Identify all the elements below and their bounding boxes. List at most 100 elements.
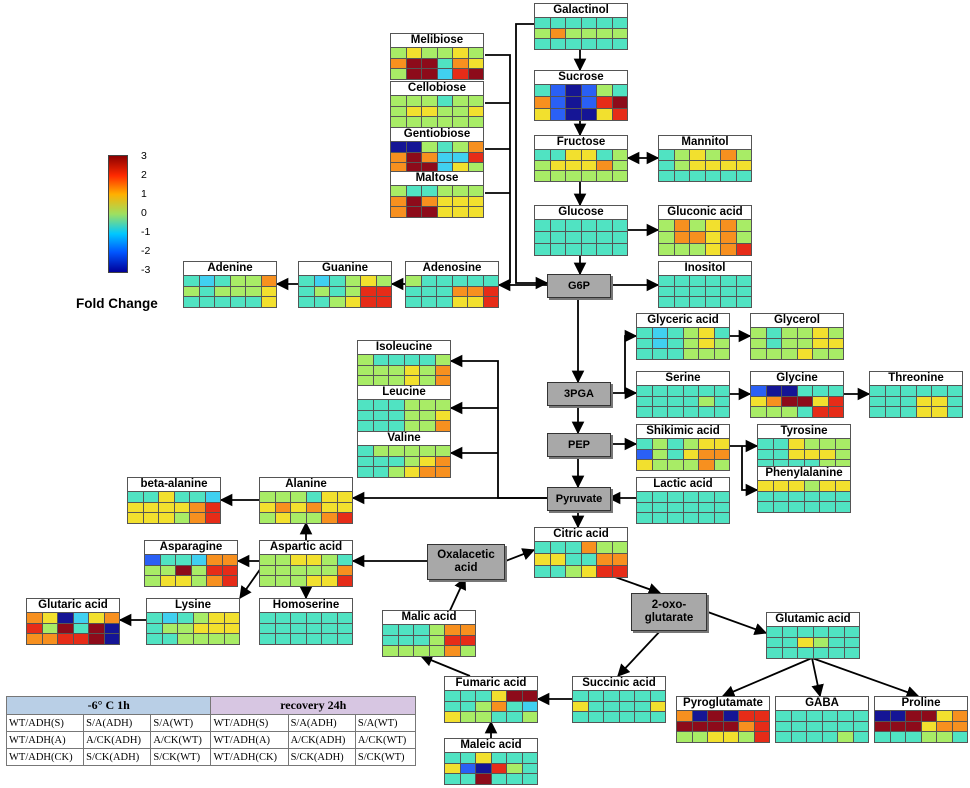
heatmap-cell: [739, 721, 754, 732]
heatmap-grid: [534, 18, 628, 50]
heatmap-cell: [209, 634, 224, 644]
heatmap-cell: [751, 328, 766, 338]
heatmap-cell: [612, 244, 627, 255]
heatmap-cell: [797, 338, 812, 349]
heatmap-cell: [89, 634, 104, 644]
heatmap-cell: [828, 349, 843, 359]
heatmap-cell: [404, 376, 419, 386]
heatmap-cell: [566, 109, 581, 120]
heatmap-cell: [147, 634, 162, 644]
heatmap-cell: [373, 456, 388, 467]
heatmap-cell: [224, 613, 239, 623]
heatmap-cell: [798, 637, 813, 648]
heatmap-cell: [337, 565, 352, 576]
heatmap-cell: [668, 492, 683, 502]
heatmap-cell: [261, 276, 276, 286]
heatmap-cell: [491, 774, 506, 784]
heatmap-cell: [322, 492, 337, 502]
heatmap-cell: [27, 613, 42, 623]
heatmap-cell: [581, 39, 596, 49]
heatmap-cell: [751, 386, 766, 396]
heatmap-cell: [739, 711, 754, 721]
heatmap-cell: [758, 460, 773, 470]
heatmap-cell: [345, 297, 360, 307]
heatmap-cell: [692, 732, 707, 742]
heatmap-cell: [937, 711, 952, 721]
heatmap-cell: [42, 613, 57, 623]
heatmap-cell: [652, 460, 667, 470]
sample-legend-table: -6° C 1h recovery 24h WT/ADH(S) S/A(ADH)…: [5, 696, 417, 766]
heatmap-cell: [758, 439, 773, 449]
heatmap-cell: [782, 328, 797, 338]
heatmap-cell: [58, 613, 73, 623]
heatmap-cell: [885, 407, 900, 417]
heatmap-cell: [550, 28, 565, 39]
heatmap-grid: [874, 711, 968, 743]
heatmap-cell: [550, 244, 565, 255]
heatmap-cell: [507, 753, 522, 763]
heatmap-cell: [637, 386, 652, 396]
heatmap-cell: [145, 565, 160, 576]
metabolite-gentiobiose: Gentiobiose: [390, 127, 484, 174]
heatmap-cell: [885, 386, 900, 396]
heatmap-cell: [659, 276, 674, 286]
pathway-arrow: [449, 354, 547, 499]
heatmap-cell: [414, 646, 429, 656]
heatmap-cell: [820, 449, 835, 460]
hub-3pga: 3PGA: [547, 382, 611, 406]
scale-tick: 1: [141, 188, 147, 200]
metabolite-label: Valine: [357, 431, 451, 446]
heatmap-grid: [534, 220, 628, 256]
heatmap-cell: [829, 627, 844, 637]
heatmap-cell: [330, 297, 345, 307]
heatmap-cell: [535, 97, 550, 108]
heatmap-cell: [373, 467, 388, 477]
heatmap-cell: [468, 106, 483, 117]
heatmap-cell: [797, 328, 812, 338]
heatmap-cell: [714, 396, 729, 407]
heatmap-cell: [322, 613, 337, 623]
heatmap-cell: [637, 328, 652, 338]
heatmap-cell: [261, 297, 276, 307]
heatmap-cell: [261, 286, 276, 297]
heatmap-cell: [813, 648, 828, 658]
heatmap-grid: [757, 481, 851, 513]
pathway-arrow: [419, 654, 471, 677]
heatmap-cell: [721, 160, 736, 171]
heatmap-cell: [522, 712, 537, 722]
heatmap-cell: [844, 637, 859, 648]
heatmap-cell: [916, 407, 931, 417]
heatmap-cell: [782, 396, 797, 407]
heatmap-cell: [550, 18, 565, 28]
heatmap-cell: [635, 691, 650, 701]
heatmap-cell: [937, 732, 952, 742]
heatmap-cell: [776, 711, 791, 721]
heatmap-cell: [507, 691, 522, 701]
heatmap-cell: [835, 439, 850, 449]
heatmap-cell: [322, 513, 337, 523]
heatmap-cell: [597, 97, 612, 108]
metabolite-label: Shikimic acid: [636, 424, 730, 439]
heatmap-cell: [389, 400, 404, 410]
heatmap-cell: [435, 376, 450, 386]
pathway-arrow: [811, 657, 824, 698]
scale-tick: 3: [141, 150, 147, 162]
heatmap-cell: [659, 297, 674, 307]
heatmap-grid: [298, 276, 392, 308]
heatmap-cell: [637, 439, 652, 449]
heatmap-cell: [422, 48, 437, 58]
heatmap-cell: [820, 439, 835, 449]
heatmap-cell: [683, 449, 698, 460]
heatmap-cell: [758, 502, 773, 512]
heatmap-cell: [890, 721, 905, 732]
heatmap-cell: [835, 481, 850, 491]
heatmap-cell: [389, 376, 404, 386]
heatmap-cell: [652, 513, 667, 523]
heatmap-cell: [291, 634, 306, 644]
heatmap-cell: [766, 407, 781, 417]
heatmap-grid: [534, 542, 628, 578]
heatmap-cell: [306, 513, 321, 523]
metabolite-label: Homoserine: [259, 598, 353, 613]
hub-label: 3PGA: [564, 387, 594, 400]
heatmap-cell: [906, 721, 921, 732]
